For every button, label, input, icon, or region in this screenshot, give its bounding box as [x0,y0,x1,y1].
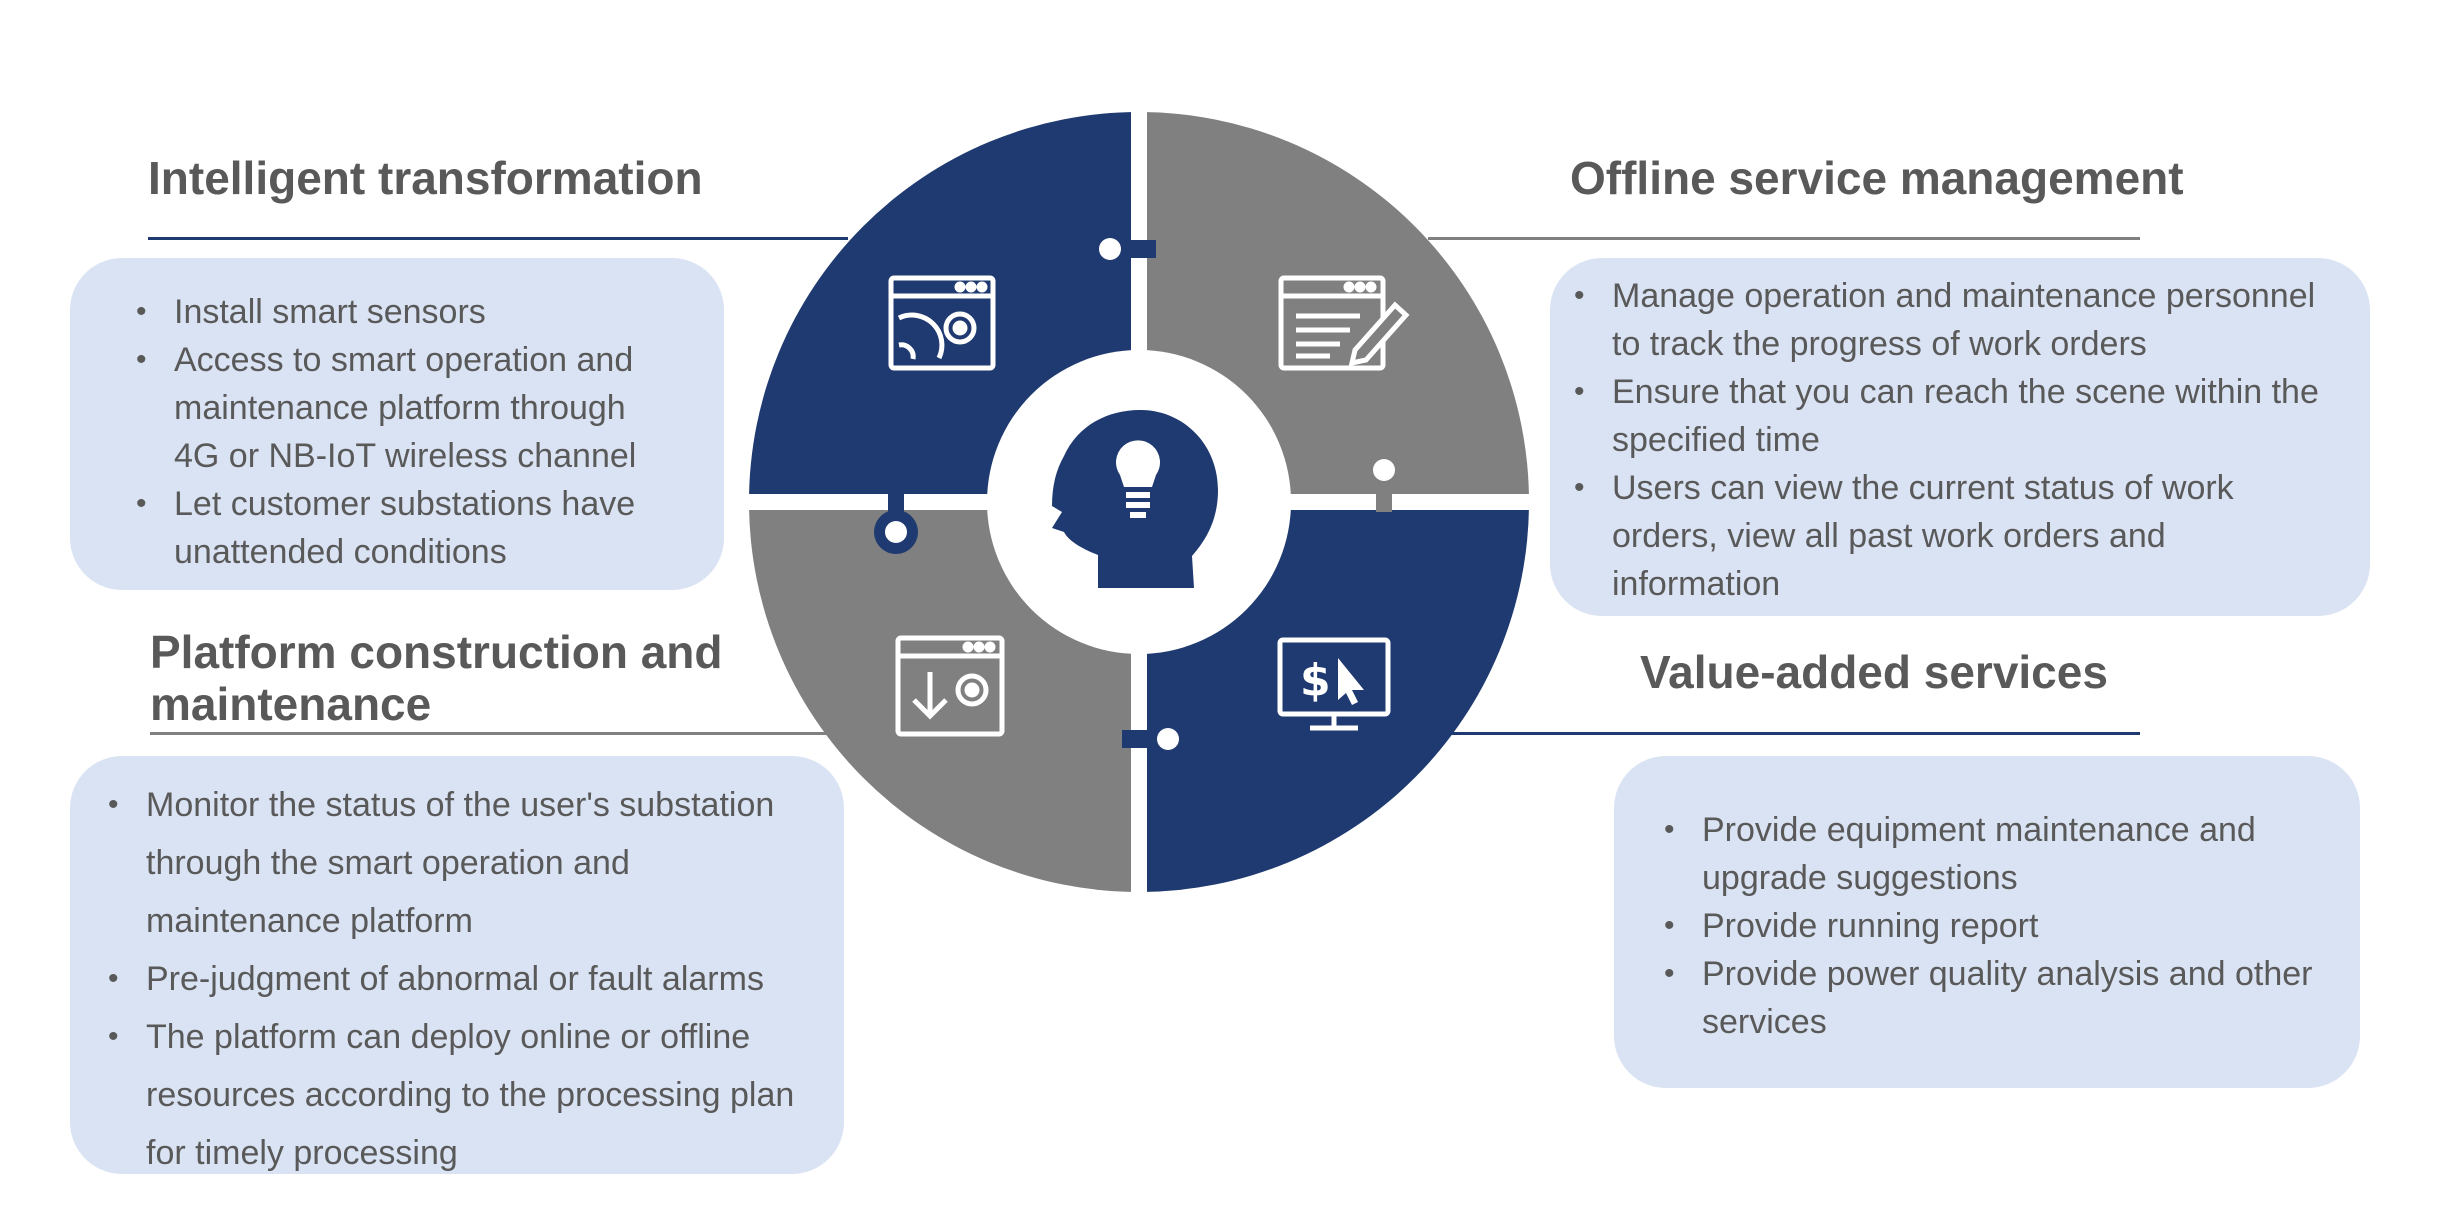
list-item: Manage operation and maintenance personn… [1574,272,2340,368]
svg-text:$: $ [1300,655,1331,706]
title-rule-top-right [1428,237,2140,240]
title-rule-top-left [148,237,848,240]
quadrant-title-top-left: Intelligent transformation [148,152,703,204]
puzzle-tab-top [1088,227,1156,271]
quadrant-top-right [1139,112,1529,502]
puzzle-tab-bottom [1122,717,1190,761]
monitor-dollar-icon: $ [1277,637,1391,731]
list-item: Provide running report [1664,902,2320,950]
list-item: Pre-judgment of abnormal or fault alarms [108,950,814,1008]
list-item: Access to smart operation and maintenanc… [136,336,664,480]
info-box-top-left: Install smart sensors Access to smart op… [70,258,724,590]
info-box-bottom-left: Monitor the status of the user's substat… [70,756,844,1174]
document-edit-icon [1278,275,1410,371]
title-rule-bottom-right [1446,732,2140,735]
list-item: Provide power quality analysis and other… [1664,950,2320,1046]
quadrant-top-left [749,112,1139,502]
list-item: The platform can deploy online or offlin… [108,1008,814,1182]
bullet-list-top-right: Manage operation and maintenance personn… [1574,272,2340,608]
list-item: Users can view the current status of wor… [1574,464,2340,608]
quadrant-title-top-right: Offline service management [1570,152,2184,204]
title-rule-bottom-left [150,732,840,735]
puzzle-tab-left [874,494,918,554]
puzzle-tab-right [1362,448,1406,512]
quadrant-bottom-left [749,502,1139,892]
quadrant-bottom-right [1139,502,1529,892]
list-item: Ensure that you can reach the scene with… [1574,368,2340,464]
gears-window-icon [888,275,996,371]
list-item: Monitor the status of the user's substat… [108,776,814,950]
bullet-list-top-left: Install smart sensors Access to smart op… [136,288,664,576]
download-gear-window-icon [895,635,1005,737]
bullet-list-bottom-right: Provide equipment maintenance and upgrad… [1664,806,2320,1046]
quadrant-title-bottom-left: Platform construction and maintenance [150,626,723,730]
info-box-bottom-right: Provide equipment maintenance and upgrad… [1614,756,2360,1088]
head-lightbulb-icon [1052,410,1218,588]
info-box-top-right: Manage operation and maintenance personn… [1550,258,2370,616]
list-item: Provide equipment maintenance and upgrad… [1664,806,2320,902]
quadrant-title-bottom-right: Value-added services [1640,646,2108,698]
list-item: Install smart sensors [136,288,664,336]
bullet-list-bottom-left: Monitor the status of the user's substat… [108,776,814,1182]
list-item: Let customer substations have unattended… [136,480,664,576]
